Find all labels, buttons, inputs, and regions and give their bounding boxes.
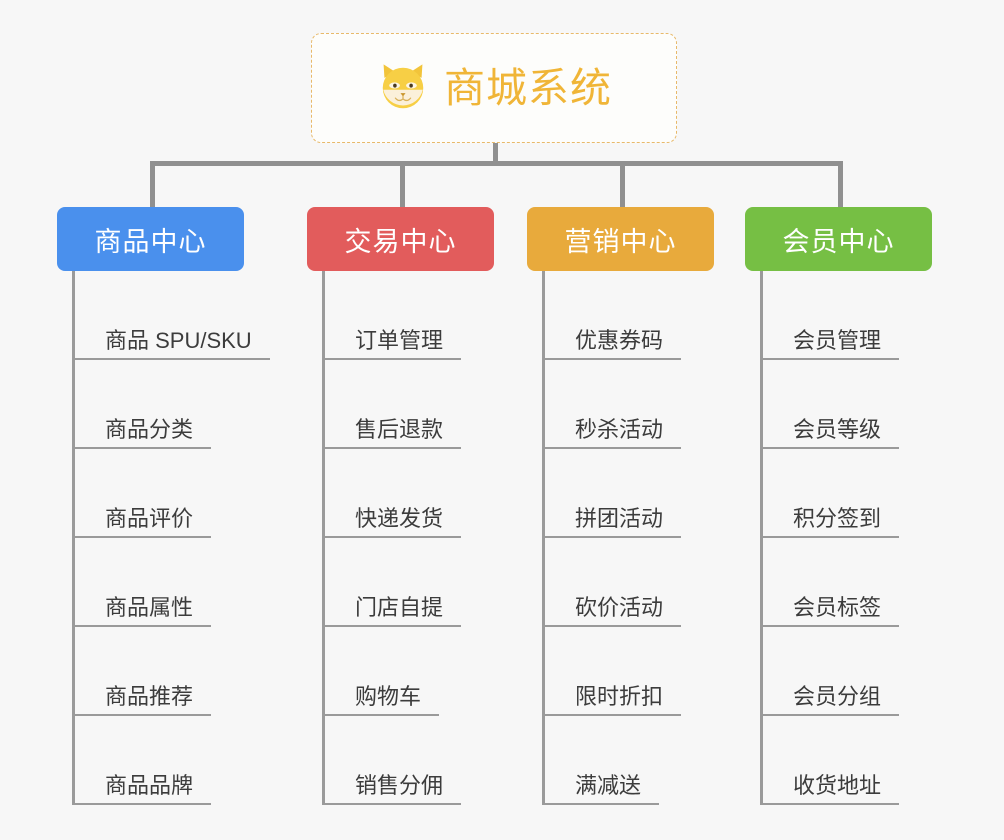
leaf-label: 销售分佣 [325, 774, 462, 805]
connector-drop-0 [150, 161, 155, 208]
column-trade-center: 交易中心 订单管理 售后退款 快递发货 门店自提 购物车 销售分佣 [307, 207, 494, 805]
leaf-label: 购物车 [325, 685, 440, 716]
list-item[interactable]: 购物车 [325, 627, 494, 716]
list-item[interactable]: 限时折扣 [545, 627, 714, 716]
leaf-label: 门店自提 [325, 596, 462, 627]
leaf-label: 订单管理 [325, 329, 462, 360]
column-member-center: 会员中心 会员管理 会员等级 积分签到 会员标签 会员分组 收货地址 [745, 207, 932, 805]
list-item[interactable]: 会员等级 [763, 360, 932, 449]
list-item[interactable]: 会员标签 [763, 538, 932, 627]
leaf-label: 会员标签 [763, 596, 900, 627]
list-item[interactable]: 快递发货 [325, 449, 494, 538]
list-item[interactable]: 砍价活动 [545, 538, 714, 627]
leaf-label: 会员分组 [763, 685, 900, 716]
list-item[interactable]: 销售分佣 [325, 716, 494, 805]
list-item[interactable]: 优惠券码 [545, 271, 714, 360]
list-item[interactable]: 满减送 [545, 716, 714, 805]
list-item[interactable]: 商品属性 [75, 538, 270, 627]
connector-horizontal-bus [150, 161, 839, 166]
leaf-list-2: 优惠券码 秒杀活动 拼团活动 砍价活动 限时折扣 满减送 [542, 271, 714, 805]
list-item[interactable]: 商品评价 [75, 449, 270, 538]
list-item[interactable]: 售后退款 [325, 360, 494, 449]
leaf-label: 商品 SPU/SKU [75, 329, 270, 360]
leaf-label: 满减送 [545, 774, 660, 805]
list-item[interactable]: 订单管理 [325, 271, 494, 360]
column-marketing-center: 营销中心 优惠券码 秒杀活动 拼团活动 砍价活动 限时折扣 满减送 [527, 207, 714, 805]
leaf-label: 收货地址 [763, 774, 900, 805]
connector-drop-3 [838, 161, 843, 208]
leaf-label: 商品推荐 [75, 685, 212, 716]
connector-root-stem [493, 143, 498, 164]
category-header-1[interactable]: 交易中心 [307, 207, 494, 271]
category-header-3[interactable]: 会员中心 [745, 207, 932, 271]
list-item[interactable]: 商品品牌 [75, 716, 270, 805]
shiba-dog-face-icon [376, 61, 430, 115]
leaf-label: 限时折扣 [545, 685, 682, 716]
leaf-label: 会员管理 [763, 329, 900, 360]
list-item[interactable]: 商品分类 [75, 360, 270, 449]
leaf-label: 拼团活动 [545, 507, 682, 538]
root-title: 商城系统 [444, 64, 612, 111]
list-item[interactable]: 拼团活动 [545, 449, 714, 538]
leaf-label: 快递发货 [325, 507, 462, 538]
category-header-0[interactable]: 商品中心 [57, 207, 244, 271]
leaf-list-1: 订单管理 售后退款 快递发货 门店自提 购物车 销售分佣 [322, 271, 494, 805]
list-item[interactable]: 会员管理 [763, 271, 932, 360]
connector-drop-1 [400, 161, 405, 208]
leaf-label: 秒杀活动 [545, 418, 682, 449]
leaf-label: 优惠券码 [545, 329, 682, 360]
list-item[interactable]: 积分签到 [763, 449, 932, 538]
leaf-label: 商品品牌 [75, 774, 212, 805]
root-node[interactable]: 商城系统 [311, 33, 677, 143]
list-item[interactable]: 秒杀活动 [545, 360, 714, 449]
leaf-label: 商品分类 [75, 418, 212, 449]
leaf-list-0: 商品 SPU/SKU 商品分类 商品评价 商品属性 商品推荐 商品品牌 [72, 271, 270, 805]
leaf-label: 商品评价 [75, 507, 212, 538]
list-item[interactable]: 门店自提 [325, 538, 494, 627]
leaf-label: 会员等级 [763, 418, 900, 449]
category-header-2[interactable]: 营销中心 [527, 207, 714, 271]
connector-drop-2 [620, 161, 625, 208]
list-item[interactable]: 收货地址 [763, 716, 932, 805]
leaf-label: 砍价活动 [545, 596, 682, 627]
leaf-list-3: 会员管理 会员等级 积分签到 会员标签 会员分组 收货地址 [760, 271, 932, 805]
list-item[interactable]: 商品推荐 [75, 627, 270, 716]
leaf-label: 商品属性 [75, 596, 212, 627]
leaf-label: 积分签到 [763, 507, 900, 538]
column-product-center: 商品中心 商品 SPU/SKU 商品分类 商品评价 商品属性 商品推荐 商品品牌 [57, 207, 270, 805]
list-item[interactable]: 商品 SPU/SKU [75, 271, 270, 360]
leaf-label: 售后退款 [325, 418, 462, 449]
list-item[interactable]: 会员分组 [763, 627, 932, 716]
